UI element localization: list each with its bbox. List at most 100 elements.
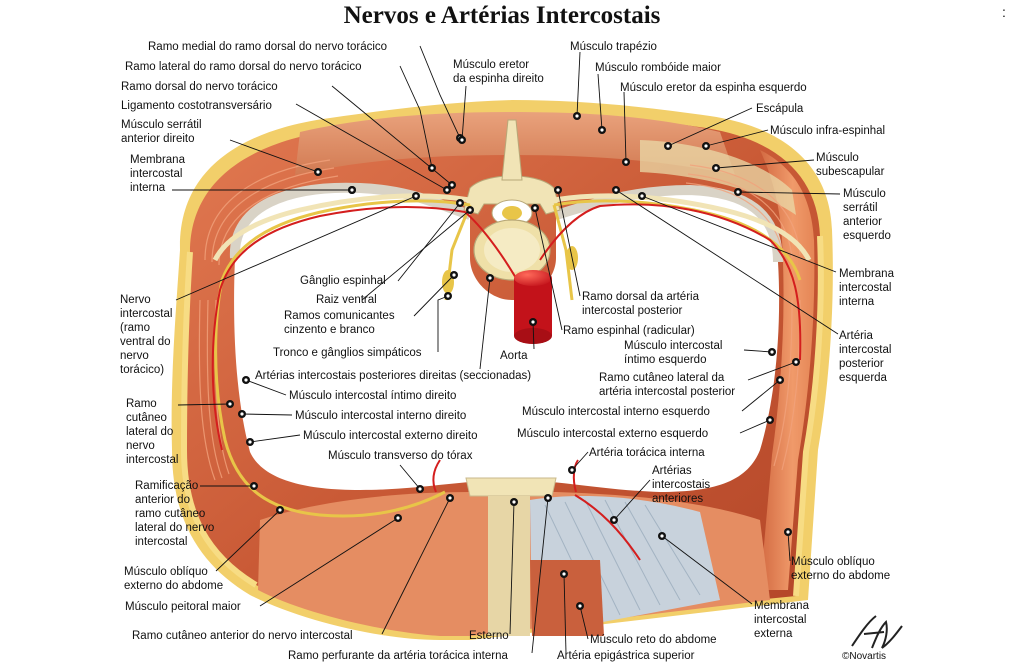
- right-wall-band: [760, 150, 815, 590]
- pointer-dot-center-ramo-dorsal-art: [556, 188, 560, 192]
- label-escapula: Escápula: [756, 103, 804, 115]
- label-interno-esq: Músculo intercostal interno esquerdo: [522, 406, 710, 418]
- leader-obliquo-dir: [215, 509, 281, 572]
- leader-ramo-cut-lat-nervo: [177, 403, 231, 406]
- leader-ramo-cut-lat-art: [747, 361, 797, 381]
- pointer-dot-center-interno-esq: [778, 378, 782, 382]
- left-fat-edge: [180, 251, 258, 588]
- pointer-dot-center-ramo-cut-ant: [448, 496, 452, 500]
- pointer-dot-center-membrana-esq: [640, 194, 644, 198]
- pointer-dot-center-arterias-anteriores: [612, 518, 616, 522]
- leader-ramo-medial: [419, 45, 461, 139]
- pointer-dot-center-eretor-dir: [460, 138, 464, 142]
- pointer-dot-center-intimo-esq: [770, 350, 774, 354]
- leader-comunicantes: [413, 274, 455, 317]
- label-eretor-esq: Músculo eretor da espinha esquerdo: [620, 82, 807, 94]
- leader-romboide: [597, 73, 603, 131]
- leader-transverso: [399, 464, 421, 490]
- label-infra: Músculo infra-espinhal: [770, 125, 886, 137]
- sternum-body: [488, 496, 530, 636]
- label-externo-dir: Músculo intercostal externo direito: [303, 430, 478, 442]
- leader-esterno: [509, 501, 515, 635]
- pointer-dot-center-obliquo-dir: [278, 508, 282, 512]
- left-rib: [553, 193, 812, 262]
- leader-nervo-intercostal: [175, 195, 417, 301]
- leader-membrana-esq: [641, 195, 837, 273]
- pointer-dot-center-subescapular: [714, 166, 718, 170]
- pointer-dot-center-ramificacao: [252, 484, 256, 488]
- label-ganglio: Gânglio espinhal: [300, 275, 386, 287]
- leader-ramo-dorsal-art: [557, 189, 581, 297]
- pointer-dot-center-serratil-esq: [736, 190, 740, 194]
- leader-art-post-dir: [479, 277, 491, 370]
- pointer-dot-center-tronco: [446, 294, 450, 298]
- pointer-dot-center-art-post-dir: [488, 276, 492, 280]
- label-externo-esq: Músculo intercostal externo esquerdo: [517, 428, 709, 440]
- label-intimo-dir: Músculo intercostal íntimo direito: [289, 390, 457, 402]
- pointer-dot-center-raiz: [468, 208, 472, 212]
- leader-membrana-ext: [661, 535, 753, 605]
- leader-arterias-anteriores: [613, 479, 651, 521]
- leader-ramo-cut-ant: [381, 497, 451, 635]
- leader-raiz: [361, 209, 471, 301]
- vertebra: [463, 119, 561, 281]
- leader-ramo-espinhal: [534, 207, 563, 331]
- label-ramo-espinhal: Ramo espinhal (radicular): [563, 325, 695, 337]
- pointer-dot-center-trapezio: [575, 114, 579, 118]
- pointer-dot-center-romboide: [600, 128, 604, 132]
- label-ligamento: Ligamento costotransversário: [121, 100, 272, 112]
- leader-lines: [172, 45, 841, 654]
- pointer-dot-center-infra: [704, 144, 708, 148]
- pointer-dot-center-externo-esq: [768, 418, 772, 422]
- leader-serratil-esq: [737, 191, 841, 195]
- label-ramo-medial: Ramo medial do ramo dorsal do nervo torá…: [148, 41, 388, 53]
- leader-ramo-perfurante: [531, 497, 549, 654]
- label-transverso: Músculo transverso do tórax: [328, 450, 473, 462]
- pointer-dot-center-peitoral: [396, 516, 400, 520]
- leader-epigastrica: [563, 573, 567, 654]
- leader-escapula: [667, 107, 753, 147]
- leader-obliquo-esq: [787, 531, 791, 562]
- label-epigastrica: Artéria epigástrica superior: [557, 650, 695, 662]
- label-aorta: Aorta: [500, 350, 528, 362]
- pointer-dot-center-ramo-cut-lat-art: [794, 360, 798, 364]
- pointer-dot-center-ramo-espinhal: [533, 206, 537, 210]
- leader-externo-esq: [739, 419, 771, 434]
- leader-intimo-esq: [743, 349, 773, 353]
- pointer-dot-center-nervo-intercostal: [414, 194, 418, 198]
- label-romboide: Músculo rombóide maior: [595, 62, 721, 74]
- leader-trapezio: [576, 51, 581, 117]
- pointer-dot-center-interno-dir: [240, 412, 244, 416]
- label-esterno: Esterno: [469, 630, 509, 642]
- pointer-dot-center-serratil-dir: [316, 170, 320, 174]
- leader-arteria-post-esq: [615, 189, 839, 335]
- netter-signature-logo: [851, 615, 903, 649]
- label-interno-dir: Músculo intercostal interno direito: [295, 410, 467, 422]
- pointer-dot-center-epigastrica: [562, 572, 566, 576]
- leader-reto: [579, 605, 589, 640]
- label-toracica-interna: Artéria torácica interna: [589, 447, 705, 459]
- pointer-dot-center-transverso: [418, 487, 422, 491]
- label-raiz: Raiz ventral: [316, 294, 377, 306]
- rectus-abdominis: [530, 560, 604, 636]
- leader-subescapular: [715, 159, 815, 169]
- pointer-dot-center-escapula: [666, 144, 670, 148]
- pointer-dot-center-externo-dir: [248, 440, 252, 444]
- label-reto: Músculo reto do abdome: [590, 634, 717, 646]
